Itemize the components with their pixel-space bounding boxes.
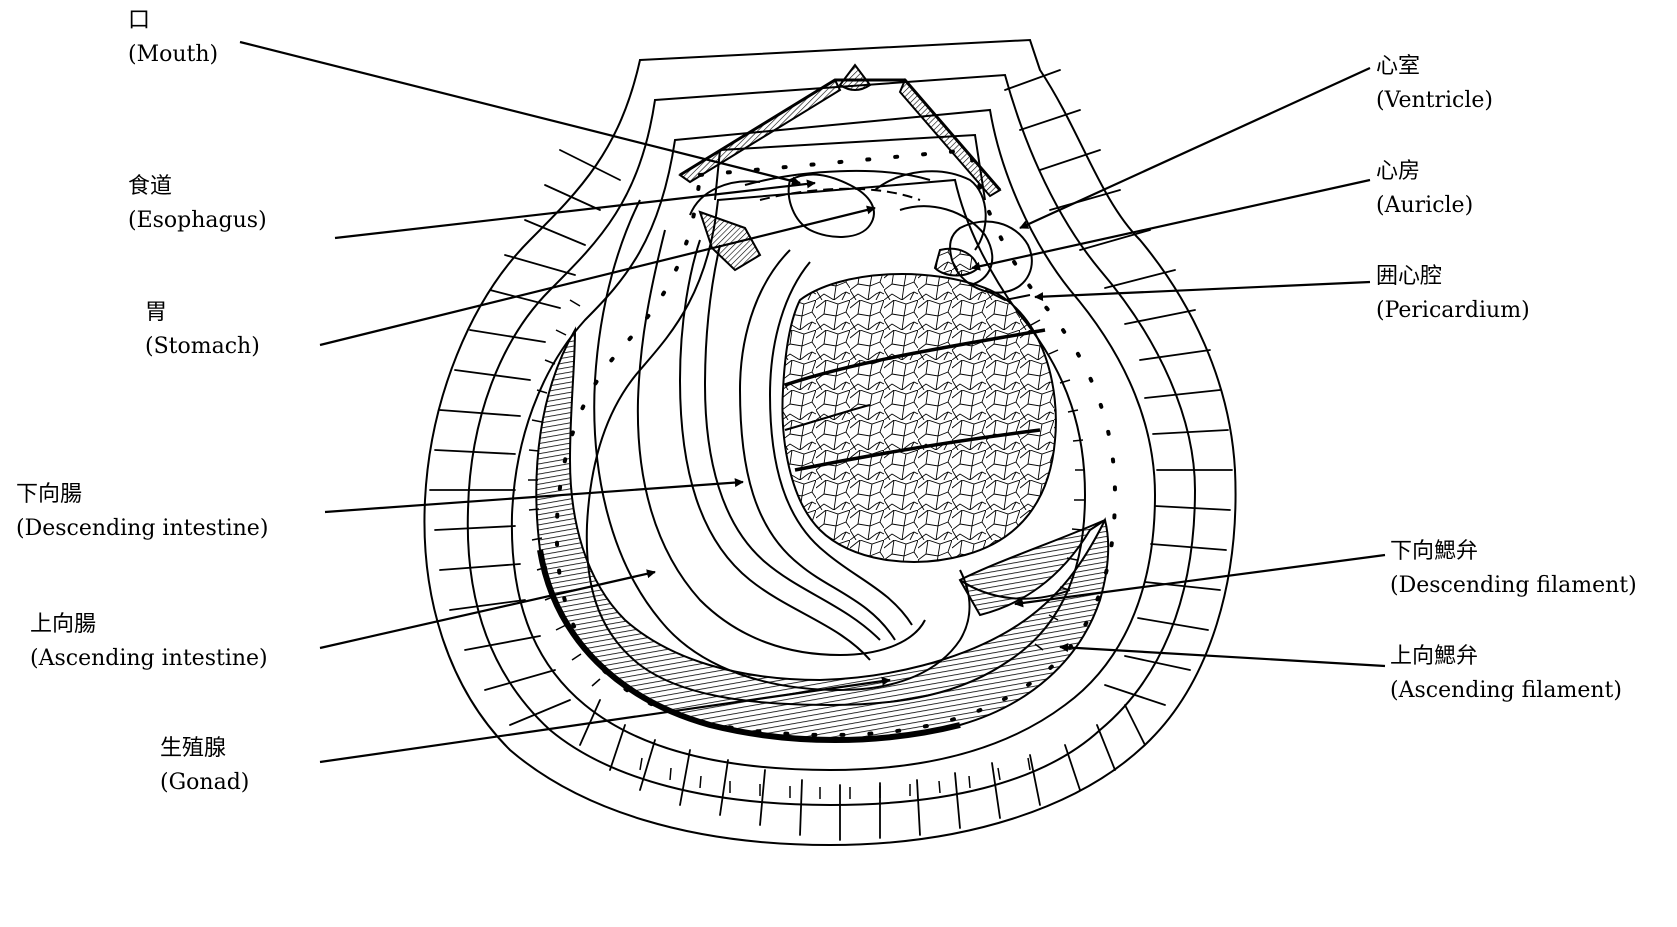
label-ventricle: 心室 (Ventricle) xyxy=(1376,50,1493,118)
label-desc-int-en: (Descending intestine) xyxy=(16,512,268,546)
digestive-gland xyxy=(782,274,1055,562)
label-asc-int-jp: 上向腸 xyxy=(30,608,268,642)
leader-pericard xyxy=(1035,282,1370,297)
leader-mouth xyxy=(240,42,800,183)
label-stomach-jp: 胃 xyxy=(145,296,260,330)
label-esophagus-en: (Esophagus) xyxy=(128,204,267,238)
label-descending-filament: 下向鰓弁 (Descending filament) xyxy=(1390,535,1637,603)
label-stomach: 胃 (Stomach) xyxy=(145,296,260,364)
label-asc-int-en: (Ascending intestine) xyxy=(30,642,268,676)
label-ascending-intestine: 上向腸 (Ascending intestine) xyxy=(30,608,268,676)
label-esophagus: 食道 (Esophagus) xyxy=(128,170,267,238)
label-desc-fil-en: (Descending filament) xyxy=(1390,569,1637,603)
label-stomach-en: (Stomach) xyxy=(145,330,260,364)
leader-desc-int xyxy=(325,482,743,512)
label-asc-fil-en: (Ascending filament) xyxy=(1390,674,1622,708)
label-pericard-jp: 囲心腔 xyxy=(1376,260,1530,294)
label-desc-fil-jp: 下向鰓弁 xyxy=(1390,535,1637,569)
label-desc-int-jp: 下向腸 xyxy=(16,478,268,512)
label-ventricle-en: (Ventricle) xyxy=(1376,84,1493,118)
label-mouth-jp: 口 xyxy=(128,4,218,38)
label-pericardium: 囲心腔 (Pericardium) xyxy=(1376,260,1530,328)
label-asc-fil-jp: 上向鰓弁 xyxy=(1390,640,1622,674)
label-gonad-en: (Gonad) xyxy=(160,766,249,800)
label-auricle-jp: 心房 xyxy=(1376,155,1473,189)
label-mouth-en: (Mouth) xyxy=(128,38,218,72)
label-mouth: 口 (Mouth) xyxy=(128,4,218,72)
label-auricle-en: (Auricle) xyxy=(1376,189,1473,223)
label-gonad: 生殖腺 (Gonad) xyxy=(160,732,249,800)
label-ascending-filament: 上向鰓弁 (Ascending filament) xyxy=(1390,640,1622,708)
label-auricle: 心房 (Auricle) xyxy=(1376,155,1473,223)
label-descending-intestine: 下向腸 (Descending intestine) xyxy=(16,478,268,546)
leader-auricle xyxy=(972,180,1370,268)
label-esophagus-jp: 食道 xyxy=(128,170,267,204)
leader-ventricle xyxy=(1020,68,1370,228)
label-gonad-jp: 生殖腺 xyxy=(160,732,249,766)
leader-asc-fil xyxy=(1060,647,1385,666)
label-ventricle-jp: 心室 xyxy=(1376,50,1493,84)
label-pericard-en: (Pericardium) xyxy=(1376,294,1530,328)
